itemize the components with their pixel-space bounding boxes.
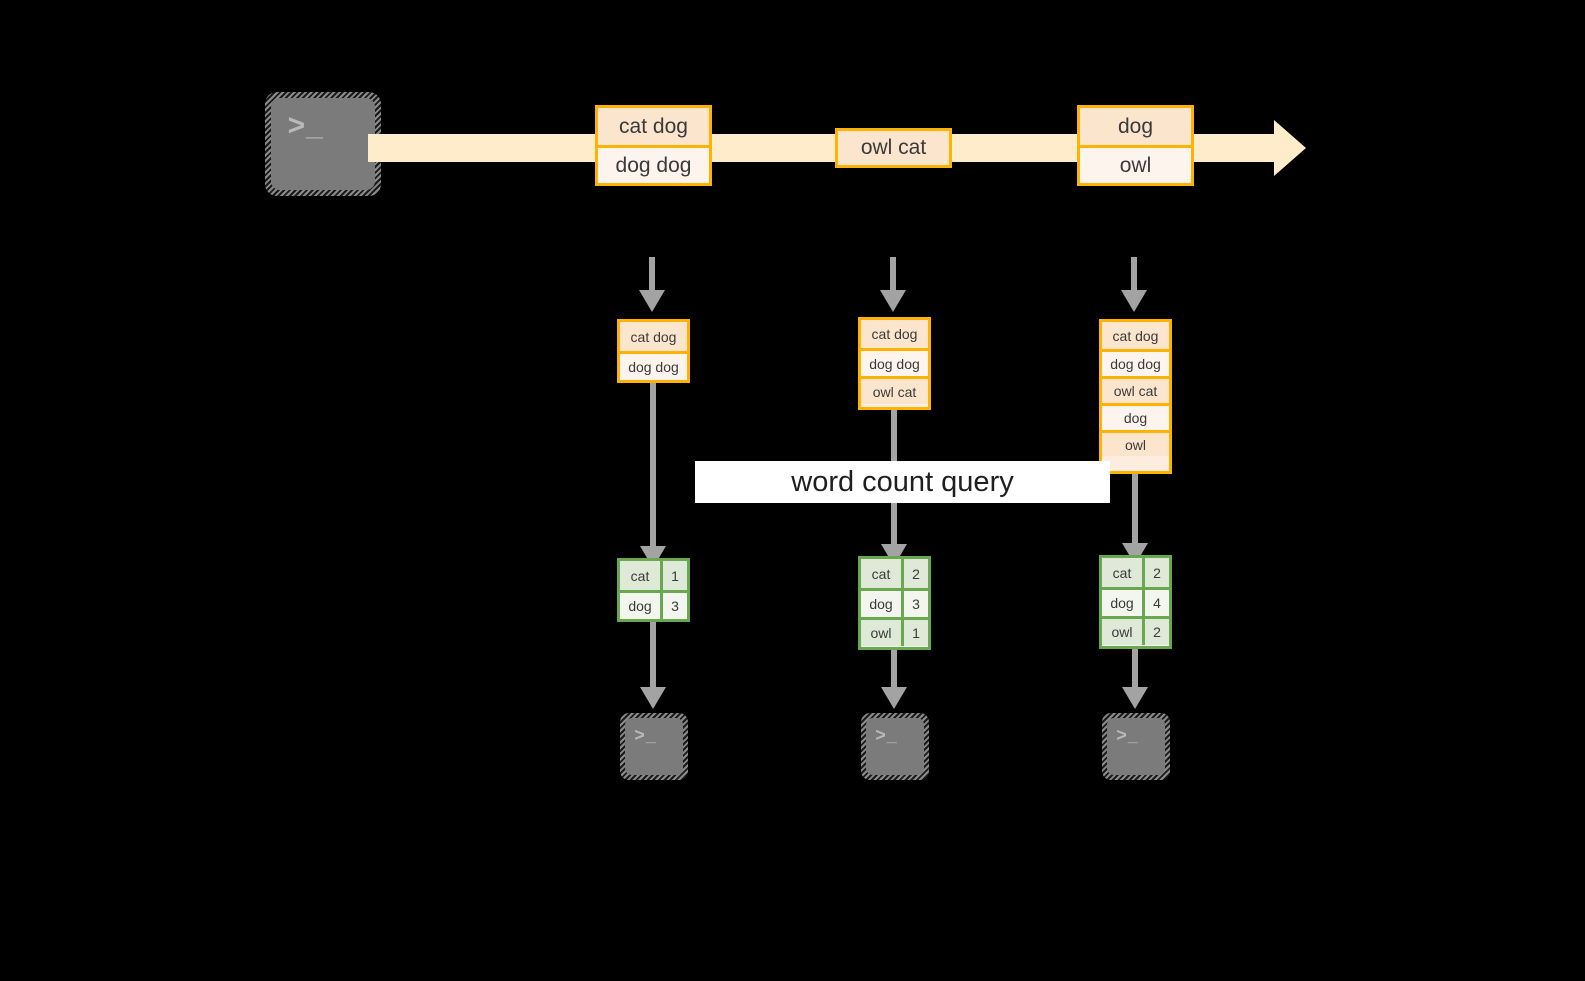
record-line: cat dog: [598, 108, 709, 145]
record-line: owl cat: [1102, 376, 1169, 403]
word-cell: dog: [861, 591, 904, 617]
record-line: dog dog: [1102, 349, 1169, 376]
word-cell: owl: [861, 620, 904, 646]
snapshot-3-sink-line: [1132, 649, 1138, 692]
table-row: cat 2: [1102, 558, 1169, 587]
snapshot-2-sink-arrowhead: [881, 687, 907, 709]
record-line: dog dog: [620, 351, 687, 380]
table-row: dog 3: [620, 590, 687, 619]
record-line: cat dog: [861, 320, 928, 348]
table-row: cat 1: [620, 561, 687, 590]
terminal-body: >_: [1107, 718, 1165, 775]
snapshot-feed-arrowhead: [639, 290, 665, 312]
count-cell: 2: [904, 559, 928, 588]
snapshot-feed-dash: [1131, 257, 1137, 293]
table-row: dog 3: [861, 588, 928, 617]
terminal-prompt-glyph: >_: [634, 724, 657, 745]
terminal-prompt-glyph: >_: [287, 108, 324, 142]
word-cell: dog: [620, 593, 663, 619]
stream-record-2: owl cat: [835, 128, 952, 168]
count-cell: 3: [663, 593, 687, 619]
terminal-body: >_: [271, 98, 375, 190]
record-line: owl cat: [861, 376, 928, 404]
table-row: owl 2: [1102, 616, 1169, 645]
query-label: word count query: [791, 465, 1014, 498]
record-line: dog: [1102, 403, 1169, 430]
count-cell: 1: [904, 620, 928, 646]
query-label-band: word count query: [695, 461, 1110, 503]
stream-arrow-head: [1274, 120, 1306, 176]
terminal-body: >_: [866, 718, 924, 775]
word-cell: cat: [620, 561, 663, 590]
snapshot-1-query-line: [650, 383, 656, 551]
record-line: dog: [1080, 108, 1191, 145]
snapshot-2-sink-line: [891, 650, 897, 692]
record-line: dog dog: [861, 348, 928, 376]
source-terminal-icon[interactable]: >_: [265, 92, 381, 196]
snapshot-1-sink-line: [650, 622, 656, 692]
stream-record-3: dog owl: [1077, 105, 1194, 186]
snapshot-1-sink-terminal-icon[interactable]: >_: [620, 713, 688, 780]
terminal-body: >_: [625, 718, 683, 775]
count-cell: 2: [1145, 619, 1169, 645]
snapshot-feed-arrowhead: [1121, 290, 1147, 312]
count-cell: 4: [1145, 590, 1169, 616]
record-line: dog dog: [598, 145, 709, 183]
snapshot-3-sink-arrowhead: [1122, 687, 1148, 709]
word-cell: owl: [1102, 619, 1145, 645]
snapshot-2-result-table: cat 2 dog 3 owl 1: [858, 556, 931, 650]
record-line: owl: [1080, 145, 1191, 183]
snapshot-3-result-table: cat 2 dog 4 owl 2: [1099, 555, 1172, 649]
record-line: owl cat: [838, 131, 949, 165]
snapshot-3-sink-terminal-icon[interactable]: >_: [1102, 713, 1170, 780]
count-cell: 2: [1145, 558, 1169, 587]
count-cell: 1: [663, 561, 687, 590]
snapshot-3-input-box: cat dog dog dog owl cat dog owl: [1099, 319, 1172, 474]
snapshot-1-sink-arrowhead: [640, 687, 666, 709]
count-cell: 3: [904, 591, 928, 617]
table-row: owl 1: [861, 617, 928, 646]
stream-record-1: cat dog dog dog: [595, 105, 712, 186]
snapshot-1-result-table: cat 1 dog 3: [617, 558, 690, 622]
snapshot-1-input-box: cat dog dog dog: [617, 319, 690, 383]
snapshot-feed-dash: [649, 257, 655, 293]
table-row: cat 2: [861, 559, 928, 588]
record-line: cat dog: [620, 322, 687, 351]
word-cell: dog: [1102, 590, 1145, 616]
record-line: cat dog: [1102, 322, 1169, 349]
snapshot-feed-dash: [890, 257, 896, 293]
snapshot-2-input-box: cat dog dog dog owl cat: [858, 317, 931, 410]
terminal-prompt-glyph: >_: [875, 724, 898, 745]
table-row: dog 4: [1102, 587, 1169, 616]
record-line: owl: [1102, 430, 1169, 456]
word-cell: cat: [1102, 558, 1145, 587]
snapshot-2-sink-terminal-icon[interactable]: >_: [861, 713, 929, 780]
snapshot-feed-arrowhead: [880, 290, 906, 312]
word-cell: cat: [861, 559, 904, 588]
terminal-prompt-glyph: >_: [1116, 724, 1139, 745]
snapshot-3-query-line: [1132, 474, 1138, 550]
